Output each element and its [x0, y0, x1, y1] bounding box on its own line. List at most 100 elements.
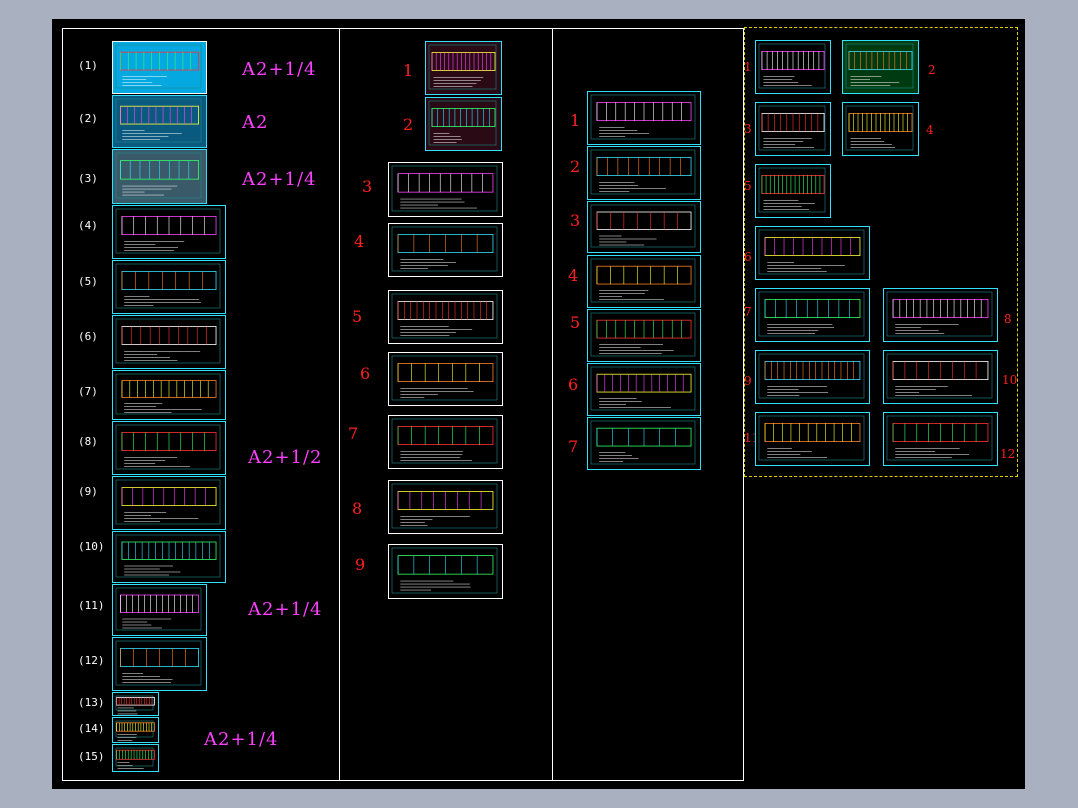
col1-label: (5) [78, 275, 98, 288]
drawing-sheet[interactable] [587, 146, 701, 200]
col2-label: 4 [354, 232, 365, 251]
drawing-sheet[interactable] [388, 415, 503, 469]
col1-label: (2) [78, 112, 98, 125]
col1-label: (6) [78, 330, 98, 343]
sheet-drawing-graphic [391, 226, 498, 272]
col3-label: 4 [568, 266, 579, 285]
col1-label: (12) [78, 654, 105, 667]
col4-label: 3 [744, 122, 752, 136]
panel-column-4-dashed [744, 27, 1018, 477]
drawing-sheet[interactable] [112, 692, 159, 716]
drawing-sheet[interactable] [112, 476, 226, 530]
col1-label: (15) [78, 750, 105, 763]
drawing-sheet[interactable] [388, 544, 503, 599]
sheet-drawing-graphic [590, 258, 696, 303]
drawing-sheet[interactable] [755, 40, 831, 94]
drawing-sheet[interactable] [883, 412, 998, 466]
col1-label: (4) [78, 219, 98, 232]
sheet-size-label: A2+1/4 [242, 169, 317, 190]
drawing-sheet[interactable] [842, 102, 919, 156]
col1-label: (9) [78, 485, 98, 498]
drawing-sheet[interactable] [112, 260, 226, 314]
drawing-sheet[interactable] [112, 149, 207, 204]
drawing-sheet[interactable] [112, 41, 207, 94]
col1-label: (14) [78, 722, 105, 735]
drawing-sheet[interactable] [755, 412, 870, 466]
drawing-sheet[interactable] [388, 352, 503, 406]
drawing-sheet[interactable] [112, 421, 226, 475]
drawing-sheet[interactable] [112, 531, 226, 583]
drawing-sheet[interactable] [388, 162, 503, 217]
sheet-drawing-graphic [115, 479, 221, 525]
sheet-drawing-graphic [428, 100, 497, 146]
col1-label: (8) [78, 435, 98, 448]
sheet-drawing-graphic [758, 167, 826, 213]
drawing-sheet[interactable] [388, 290, 503, 344]
col2-label: 1 [403, 61, 414, 80]
drawing-sheet[interactable] [755, 164, 831, 218]
sheet-size-label: A2+1/4 [242, 59, 317, 80]
drawing-sheet[interactable] [388, 223, 503, 277]
drawing-sheet[interactable] [112, 95, 207, 148]
sheet-drawing-graphic [391, 165, 498, 212]
drawing-sheet[interactable] [842, 40, 919, 94]
drawing-sheet[interactable] [587, 309, 701, 362]
drawing-sheet[interactable] [883, 350, 998, 404]
sheet-drawing-graphic [758, 229, 865, 275]
drawing-sheet[interactable] [883, 288, 998, 342]
sheet-drawing-graphic [845, 105, 914, 151]
sheet-size-label: A2 [242, 112, 269, 133]
sheet-drawing-graphic [758, 43, 826, 89]
sheet-drawing-graphic [758, 415, 865, 461]
sheet-drawing-graphic [391, 418, 498, 464]
col4-label: 2 [928, 63, 936, 77]
sheet-drawing-graphic [115, 640, 202, 686]
panel-column-3 [552, 28, 744, 781]
drawing-sheet[interactable] [587, 91, 701, 145]
col3-label: 7 [568, 437, 579, 456]
col4-label: 1 [744, 60, 752, 74]
sheet-drawing-graphic [758, 105, 826, 151]
drawing-sheet[interactable] [112, 637, 207, 691]
drawing-sheet[interactable] [587, 417, 701, 470]
drawing-sheet[interactable] [112, 717, 159, 743]
col1-label: (7) [78, 385, 98, 398]
col4-label: 10 [1002, 373, 1018, 387]
col4-label: 8 [1004, 312, 1012, 326]
drawing-sheet[interactable] [112, 744, 159, 772]
sheet-drawing-graphic [115, 587, 202, 631]
drawing-sheet[interactable] [112, 584, 207, 636]
drawing-sheet[interactable] [112, 205, 226, 259]
col3-label: 1 [570, 111, 581, 130]
sheet-size-label: A2+1/2 [248, 447, 323, 468]
drawing-sheet[interactable] [112, 315, 226, 369]
drawing-sheet[interactable] [755, 226, 870, 280]
sheet-drawing-graphic [115, 318, 221, 364]
col4-label: 7 [744, 305, 752, 319]
col4-label: 5 [744, 179, 752, 193]
sheet-drawing-graphic [391, 547, 498, 594]
col2-label: 2 [403, 115, 414, 134]
drawing-sheet[interactable] [755, 288, 870, 342]
col4-label: 6 [744, 250, 752, 264]
drawing-sheet[interactable] [755, 102, 831, 156]
drawing-sheet[interactable] [425, 41, 502, 95]
drawing-sheet[interactable] [587, 255, 701, 308]
col2-label: 9 [355, 555, 366, 574]
drawing-sheet[interactable] [755, 350, 870, 404]
drawing-sheet[interactable] [425, 97, 502, 151]
sheet-drawing-graphic [115, 373, 221, 415]
col4-label: 12 [1000, 447, 1016, 461]
sheet-drawing-graphic [115, 98, 202, 143]
drawing-sheet[interactable] [587, 363, 701, 416]
drawing-sheet[interactable] [388, 480, 503, 534]
col2-label: 5 [352, 307, 363, 326]
drawing-sheet[interactable] [587, 201, 701, 253]
drawing-canvas[interactable]: (1) (2) (3) (4) (5) (6) (7) (8) (9) (10)… [52, 19, 1025, 789]
drawing-sheet[interactable] [112, 370, 226, 420]
sheet-drawing-graphic [590, 366, 696, 411]
sheet-drawing-graphic [590, 204, 696, 248]
sheet-drawing-graphic [428, 44, 497, 90]
sheet-drawing-graphic [115, 534, 221, 578]
col1-label: (10) [78, 540, 105, 553]
